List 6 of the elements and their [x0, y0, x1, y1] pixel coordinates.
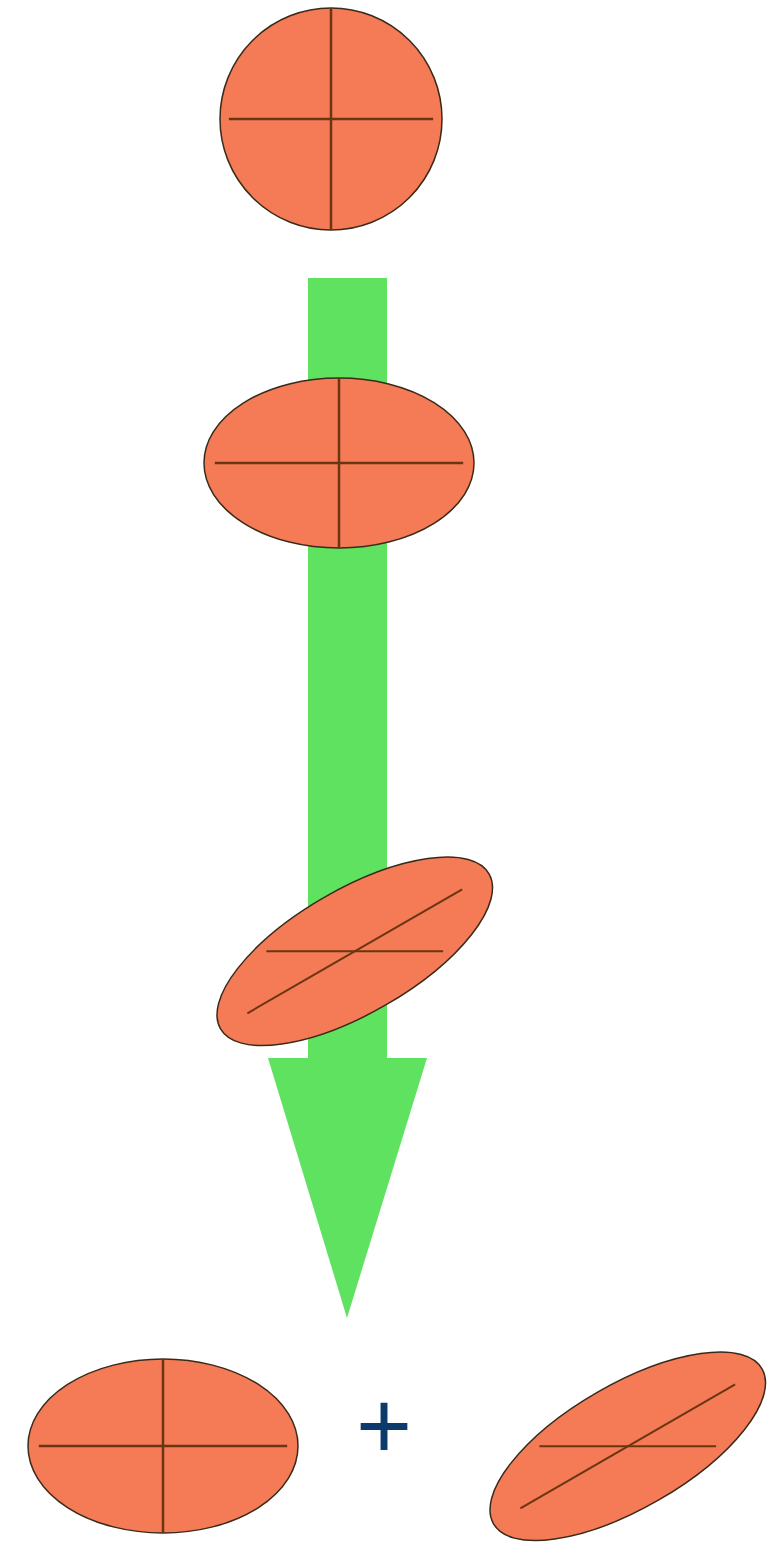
ellipse-cell	[26, 1357, 300, 1535]
circle-cell	[218, 6, 444, 232]
plus-sign: +	[356, 1378, 413, 1474]
ellipse-cell	[488, 1349, 768, 1543]
ellipse-cell	[202, 376, 476, 550]
ellipse-cell	[215, 854, 495, 1048]
